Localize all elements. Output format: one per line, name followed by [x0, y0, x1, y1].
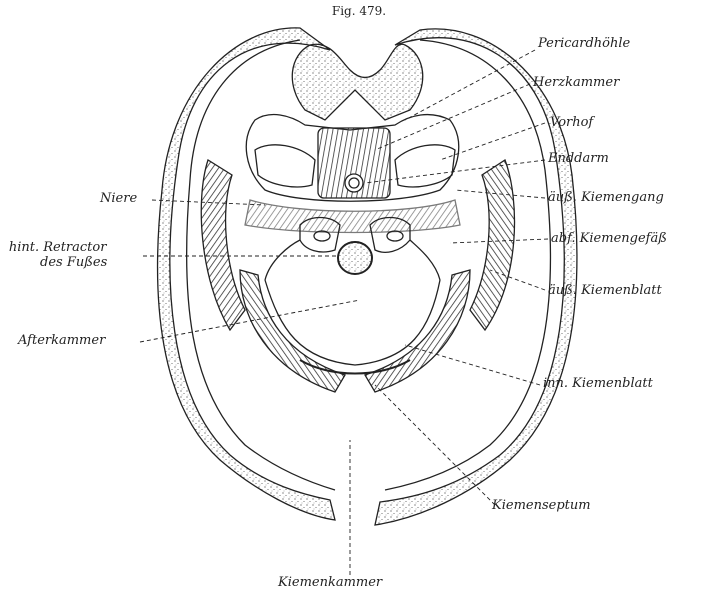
label-abf-kiemengefaess: abf. Kiemengefäß: [551, 231, 667, 246]
label-pericardhoehle: Pericardhöhle: [538, 36, 630, 51]
left-atrium: [255, 145, 315, 187]
right-atrium: [395, 145, 455, 187]
label-kiemenkammer: Kiemenkammer: [278, 575, 382, 590]
label-niere: Niere: [100, 191, 137, 206]
kidney: [245, 200, 460, 233]
label-ausser-kiemengang: äuß. Kiemengang: [548, 190, 664, 205]
label-vorhof: Vorhof: [550, 115, 593, 130]
label-herzkammer: Herzkammer: [533, 75, 619, 90]
label-hint-retractor-line2: des Fußes: [8, 255, 107, 270]
label-inn-kiemenblatt: inn. Kiemenblatt: [543, 376, 653, 391]
label-afterkammer: Afterkammer: [18, 333, 105, 348]
right-outer-gill: [470, 160, 515, 330]
left-inner-gill: [240, 270, 345, 392]
foot-retractor: [338, 242, 372, 274]
rectum: [345, 174, 363, 192]
label-enddarm: Enddarm: [548, 151, 609, 166]
label-kiemenseptum: Kiemenseptum: [492, 498, 591, 513]
label-ausser-kiemenblatt: äuß. Kiemenblatt: [548, 283, 662, 298]
label-hint-retractor: hint. Retractor des Fußes: [8, 240, 107, 270]
label-hint-retractor-line1: hint. Retractor: [9, 240, 107, 255]
dorsal-visceral-mass: [292, 44, 422, 120]
right-inner-gill: [365, 270, 470, 392]
left-outer-gill: [201, 160, 245, 330]
